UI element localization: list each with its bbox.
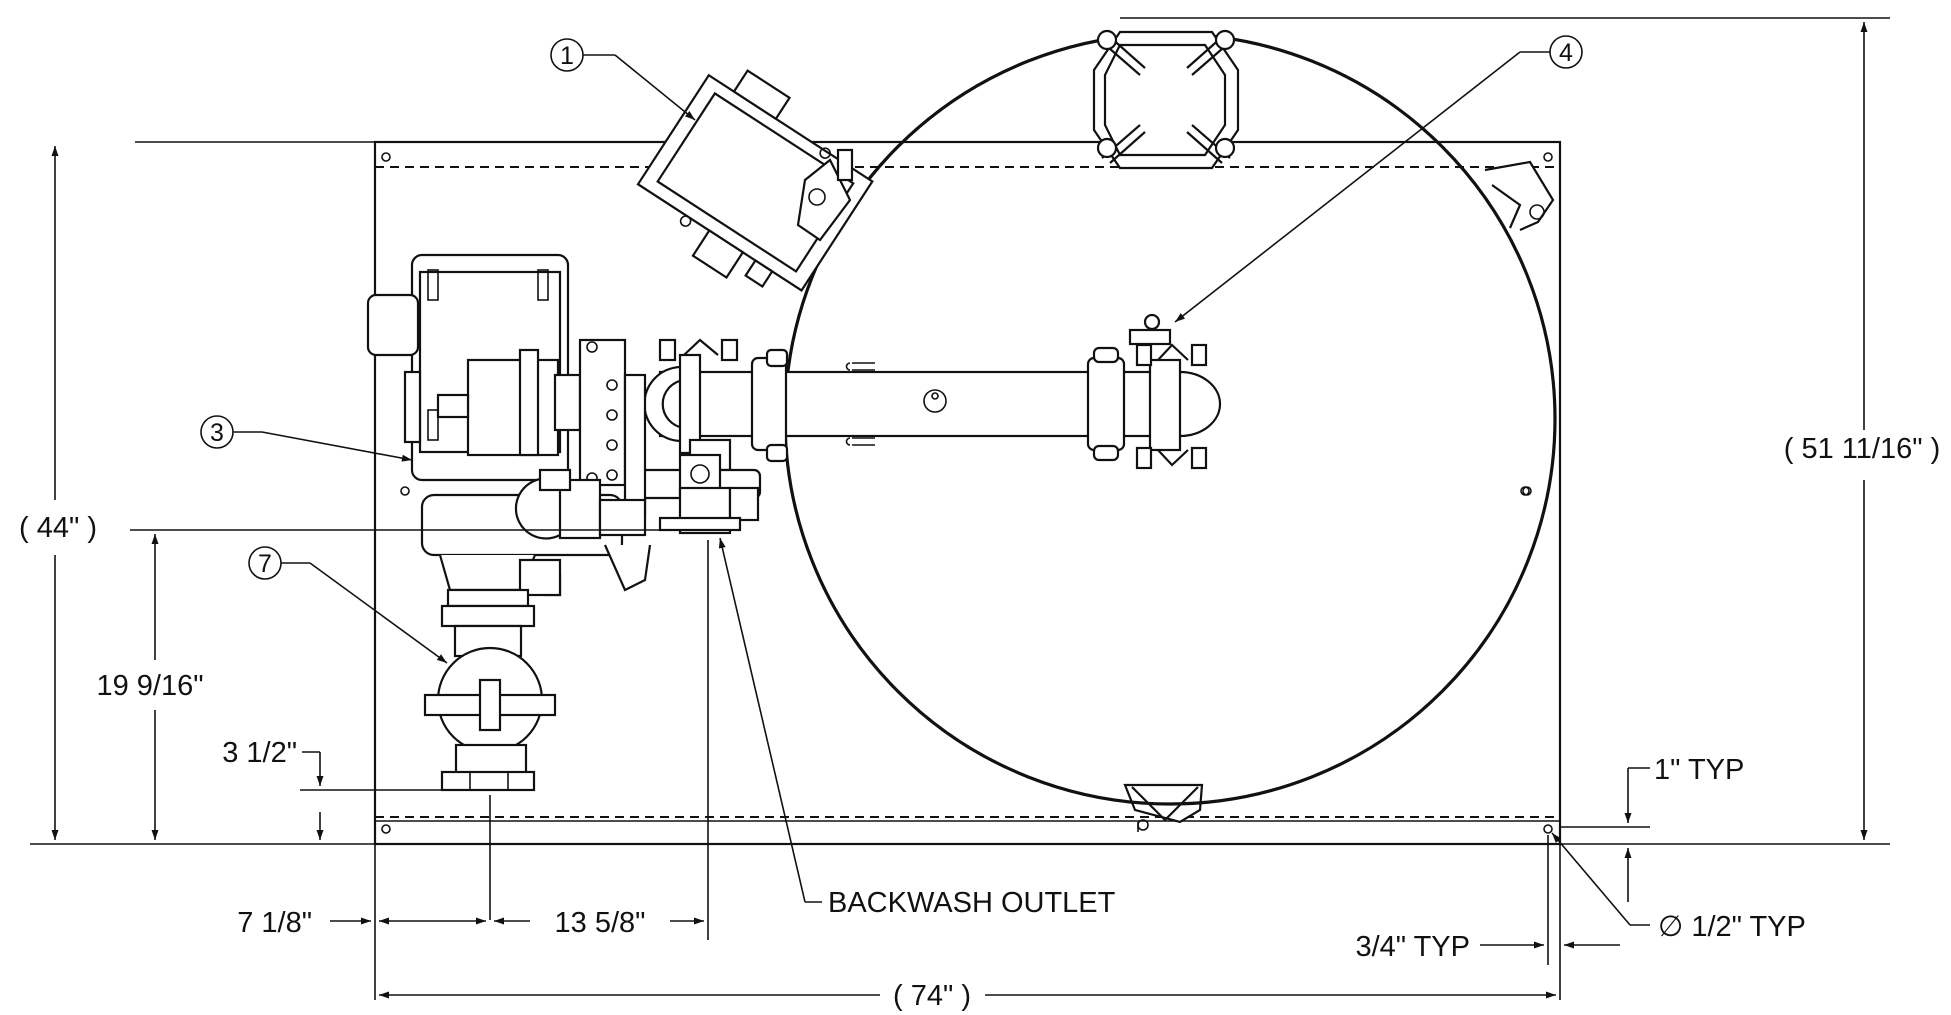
callout-3-number: 3 [210, 419, 224, 447]
skid-frame [373, 140, 1562, 846]
callout-4: 4 [1174, 35, 1583, 323]
overall-height-label: ( 51 11/16" ) [1784, 433, 1940, 465]
rail-width-label: 1" TYP [1654, 754, 1744, 786]
mount-hole [381, 824, 391, 834]
backwash-outlet-label: BACKWASH OUTLET [828, 887, 1116, 919]
frame-height-label: ( 44" ) [19, 512, 97, 544]
callout-7: 7 [248, 546, 448, 664]
hole-offset-dimension: 3/4" TYP [1355, 835, 1620, 965]
callout-1-number: 1 [560, 42, 574, 70]
backwash-outlet-leader: BACKWASH OUTLET [718, 537, 1116, 919]
hole-diameter-leader: ∅ 1/2" TYP [1551, 832, 1806, 943]
callout-4-number: 4 [1559, 39, 1573, 67]
callout-1: 1 [550, 38, 696, 121]
hole-offset-label: 3/4" TYP [1355, 931, 1470, 963]
left-offset-label: 7 1/8" [237, 907, 312, 939]
callout-7-number: 7 [258, 550, 272, 578]
hole-diameter-label: ∅ 1/2" TYP [1658, 911, 1806, 943]
multiport-valve [638, 338, 762, 535]
mount-hole [381, 152, 391, 162]
control-box-mount [796, 148, 854, 242]
overall-width-label: ( 74" ) [893, 980, 971, 1012]
header-pipe [658, 313, 1222, 470]
rail-width-dimension: 1" TYP [1560, 754, 1744, 902]
pump-outlet-height-label: 19 9/16" [96, 670, 203, 702]
valve-outlet-height-label: 3 1/2" [222, 737, 297, 769]
bottom-offset-dimensions: 7 1/8" 13 5/8" [237, 540, 709, 1000]
isolation-valve [423, 588, 557, 920]
frame-height-dimension: ( 44" ) [19, 141, 375, 845]
valve-outlet-height-dimension: 3 1/2" [222, 737, 442, 840]
overall-height-dimension: ( 51 11/16" ) [1120, 17, 1940, 845]
mount-hole [1543, 824, 1553, 834]
pump-outlet-height-dimension: 19 9/16" [96, 529, 422, 840]
manway-cover [1092, 29, 1240, 170]
mount-hole [1543, 152, 1553, 162]
backwash-offset-label: 13 5/8" [555, 907, 646, 939]
callout-3: 3 [200, 415, 413, 462]
pump-motor [366, 253, 700, 597]
overall-width-dimension: ( 74" ) [379, 844, 1561, 1012]
